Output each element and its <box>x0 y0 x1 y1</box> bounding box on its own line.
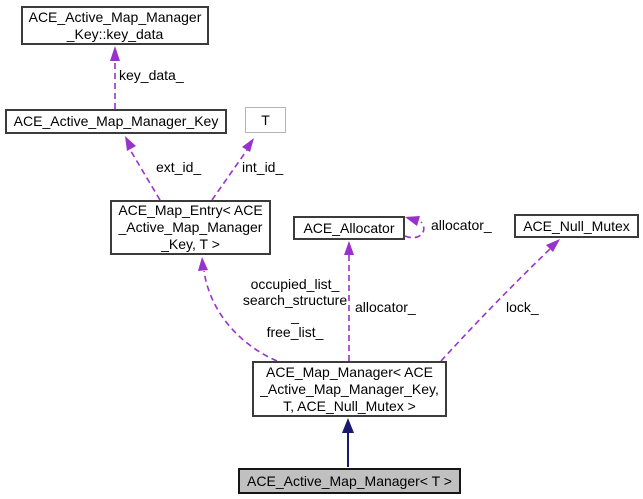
edge-label-allocator-self: allocator_ <box>431 217 492 233</box>
arrowhead-member-lists <box>198 257 208 271</box>
edge-label-lock: lock_ <box>506 299 539 315</box>
node-label-line: _Key::key_data <box>66 25 164 42</box>
node-map-entry[interactable]: ACE_Map_Entry< ACE _Active_Map_Manager _… <box>110 200 271 255</box>
node-active-map-manager-key[interactable]: ACE_Active_Map_Manager_Key <box>5 109 227 134</box>
node-allocator[interactable]: ACE_Allocator <box>293 216 405 240</box>
node-label-line: _Active_Map_Manager <box>118 219 263 235</box>
node-label: T <box>261 111 270 128</box>
edge-label-line: _ <box>291 308 299 324</box>
edge-label-line: free_list_ <box>266 324 324 340</box>
node-template-t: T <box>245 107 286 133</box>
arrowhead-allocator-self <box>405 216 420 226</box>
arrowhead-allocator-member <box>344 241 354 255</box>
edge-label-line: occupied_list_ <box>250 276 340 292</box>
node-active-map-manager: ACE_Active_Map_Manager< T > <box>238 468 461 494</box>
node-null-mutex[interactable]: ACE_Null_Mutex <box>514 214 639 238</box>
edge-allocator-self <box>404 221 425 239</box>
node-label: ACE_Null_Mutex <box>523 217 630 234</box>
arrowhead-int-id <box>242 138 254 152</box>
node-key-data[interactable]: ACE_Active_Map_Manager _Key::key_data <box>21 6 209 45</box>
node-label-line: ACE_Map_Entry< ACE <box>118 202 263 218</box>
edge-label-ext-id: ext_id_ <box>156 159 202 175</box>
node-label-line: _Active_Map_Manager_Key, <box>260 380 439 397</box>
node-label: ACE_Allocator <box>303 219 395 236</box>
arrowhead-key-data <box>110 46 120 61</box>
arrowhead-lock <box>546 239 560 252</box>
edge-int-id <box>211 149 248 201</box>
node-label: ACE_Active_Map_Manager_Key <box>13 113 219 129</box>
edge-label-allocator-member: allocator_ <box>355 299 416 315</box>
arrowhead-inheritance <box>342 418 354 433</box>
node-label-line: T, ACE_Null_Mutex > <box>283 397 416 414</box>
edge-label-line: search_structure <box>242 292 348 308</box>
node-label-line: ACE_Map_Manager< ACE <box>266 363 433 380</box>
arrowhead-ext-id <box>125 136 136 151</box>
node-label-line: ACE_Active_Map_Manager <box>28 8 202 25</box>
edge-label-key-data: key_data_ <box>119 67 184 83</box>
edge-label-member-lists: occupied_list_ search_structure _ free_l… <box>228 276 362 340</box>
node-label-line: _Key, T > <box>161 236 220 252</box>
edge-label-int-id: int_id_ <box>242 159 284 175</box>
node-label: ACE_Active_Map_Manager< T > <box>247 472 452 489</box>
node-map-manager[interactable]: ACE_Map_Manager< ACE _Active_Map_Manager… <box>252 361 447 417</box>
